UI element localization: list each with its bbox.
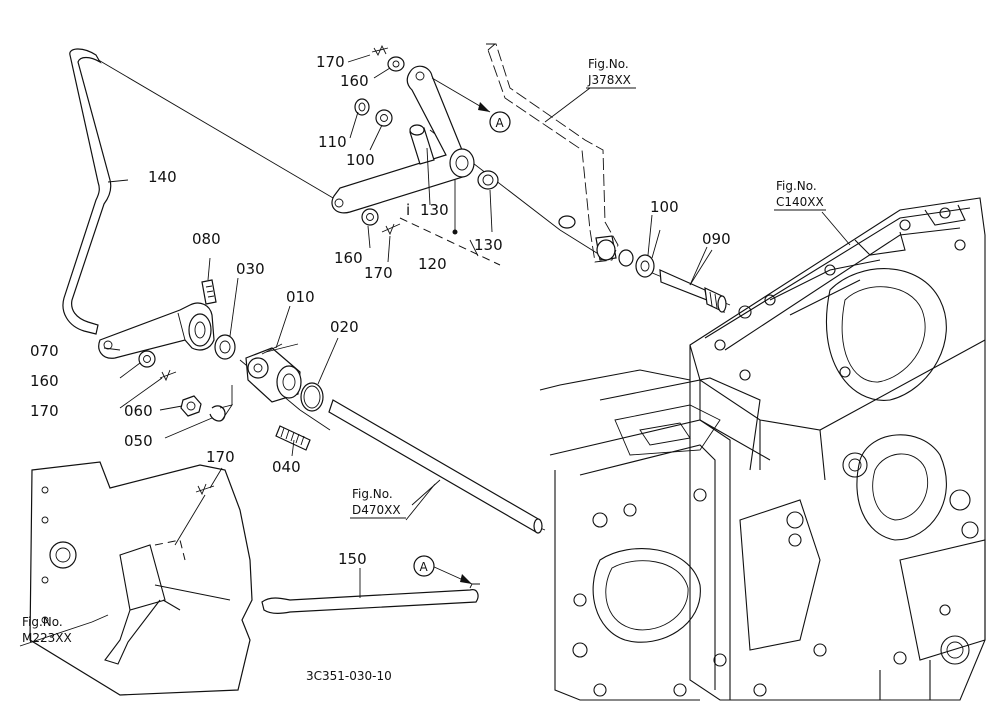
bushing-130a — [409, 124, 435, 206]
svg-text:Fig.No.: Fig.No. — [588, 57, 629, 71]
callout-170c: 170 — [30, 402, 59, 420]
fig-ref-m223: Fig.No. M223XX — [19, 615, 93, 647]
svg-text:Fig.No.: Fig.No. — [776, 179, 817, 193]
callout-160c: 160 — [30, 372, 59, 390]
ghost-lever-j378 — [486, 43, 619, 263]
callout-090: 090 — [702, 230, 731, 248]
callout-100b: 100 — [650, 198, 679, 216]
upper-small-parts — [354, 44, 458, 236]
shaft-090-assembly — [558, 215, 727, 314]
callout-020: 020 — [330, 318, 359, 336]
rod-140 — [62, 48, 129, 335]
svg-text:D470XX: D470XX — [352, 503, 401, 517]
callout-010: 010 — [286, 288, 315, 306]
svg-text:C140XX: C140XX — [776, 195, 824, 209]
drawing-code: 3C351-030-10 — [306, 669, 392, 683]
svg-text:J378XX: J378XX — [587, 73, 631, 87]
callout-160a: 160 — [340, 72, 369, 90]
long-shaft — [328, 399, 543, 534]
callout-120: 120 — [418, 255, 447, 273]
marker-a2: A — [413, 555, 435, 577]
callout-140: 140 — [148, 168, 177, 186]
arrow-a2 — [431, 565, 473, 585]
plate-m223 — [29, 461, 253, 696]
callout-080: 080 — [192, 230, 221, 248]
callout-labels: 170 160 110 100 130 130 160 170 120 i 14… — [30, 53, 731, 568]
bolt-040 — [275, 425, 311, 451]
lever-070 — [98, 302, 215, 359]
bushing-130b — [477, 170, 499, 233]
svg-text:Fig.No.: Fig.No. — [22, 615, 63, 629]
lever-120 — [331, 65, 475, 214]
lower-small-parts — [138, 350, 234, 422]
o-ring-020 — [300, 382, 324, 412]
rod-150 — [261, 580, 480, 614]
callout-170a: 170 — [316, 53, 345, 71]
callout-110: 110 — [318, 133, 347, 151]
callout-030: 030 — [236, 260, 265, 278]
svg-text:A: A — [496, 116, 505, 130]
pin-080 — [201, 279, 217, 305]
fig-ref-j378: Fig.No. J378XX — [586, 57, 636, 89]
callout-100a: 100 — [346, 151, 375, 169]
leader-lines — [91, 54, 851, 623]
callout-170d: 170 — [206, 448, 235, 466]
marker-a1: A — [489, 111, 511, 133]
transmission-housing — [539, 197, 986, 701]
fig-ref-d470: Fig.No. D470XX — [350, 487, 406, 519]
marker-i: i — [406, 201, 410, 219]
callout-130a: 130 — [420, 201, 449, 219]
svg-text:Fig.No.: Fig.No. — [352, 487, 393, 501]
callout-150: 150 — [338, 550, 367, 568]
coupler-010 — [245, 343, 302, 403]
svg-text:A: A — [420, 560, 429, 574]
callout-040: 040 — [272, 458, 301, 476]
arrow-a1 — [431, 77, 491, 113]
callout-130b: 130 — [474, 236, 503, 254]
bushing-030 — [214, 334, 236, 360]
fig-ref-c140: Fig.No. C140XX — [774, 179, 826, 211]
callout-070: 070 — [30, 342, 59, 360]
callout-170b: 170 — [364, 264, 393, 282]
callout-050: 050 — [124, 432, 153, 450]
callout-060: 060 — [124, 402, 153, 420]
callout-160b: 160 — [334, 249, 363, 267]
